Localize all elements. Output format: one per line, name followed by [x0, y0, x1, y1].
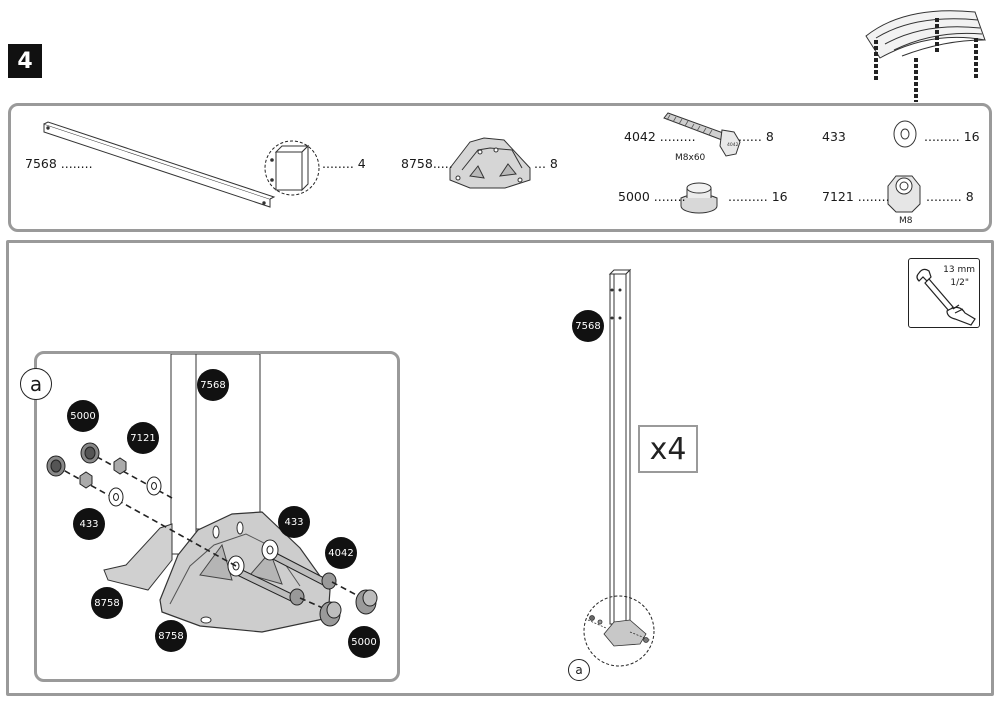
detail-a-panel	[34, 351, 400, 682]
part-qty-5000: .......... 16	[728, 189, 788, 204]
bolt-spec-label: M8x60	[675, 153, 706, 163]
part-code-7568: 7568 ........	[25, 156, 93, 171]
tool-requirement-box: 13 mm 1/2"	[908, 258, 980, 328]
part-code-433: 433	[822, 129, 846, 144]
callout-7568-detail: 7568	[197, 369, 229, 401]
callout-8758-rear: 8758	[91, 587, 123, 619]
part-qty-433: ......... 16	[924, 129, 980, 144]
callout-7121: 7121	[127, 422, 159, 454]
tool-size-mm: 13 mm	[943, 265, 975, 275]
detail-ref-badge: a	[568, 659, 590, 681]
step-number: 4	[8, 44, 42, 78]
callout-8758-front: 8758	[155, 620, 187, 652]
callout-433-left: 433	[73, 508, 105, 540]
callout-433-right: 433	[278, 506, 310, 538]
part-qty-8758: ... 8	[534, 156, 558, 171]
assembly-panel	[6, 240, 994, 696]
part-code-8758: 8758.....	[401, 156, 453, 171]
callout-4042: 4042	[325, 537, 357, 569]
part-qty-7568: ........ 4	[322, 156, 366, 171]
quantity-multiplier: x4	[638, 425, 698, 473]
part-qty-7121: ......... 8	[926, 189, 974, 204]
callout-5000-left: 5000	[67, 400, 99, 432]
nut-spec-label: M8	[899, 216, 913, 226]
part-code-5000: 5000 ........	[618, 189, 686, 204]
part-code-7121: 7121 ........	[822, 189, 890, 204]
part-code-4042: 4042 .........	[624, 129, 696, 144]
callout-5000-right: 5000	[348, 626, 380, 658]
part-qty-4042: ...... 8	[738, 129, 774, 144]
tool-size-in: 1/2"	[950, 278, 969, 288]
parts-list-panel	[8, 103, 992, 232]
detail-letter-badge: a	[20, 368, 52, 400]
callout-7568-main: 7568	[572, 310, 604, 342]
wrench-icon	[916, 268, 976, 326]
